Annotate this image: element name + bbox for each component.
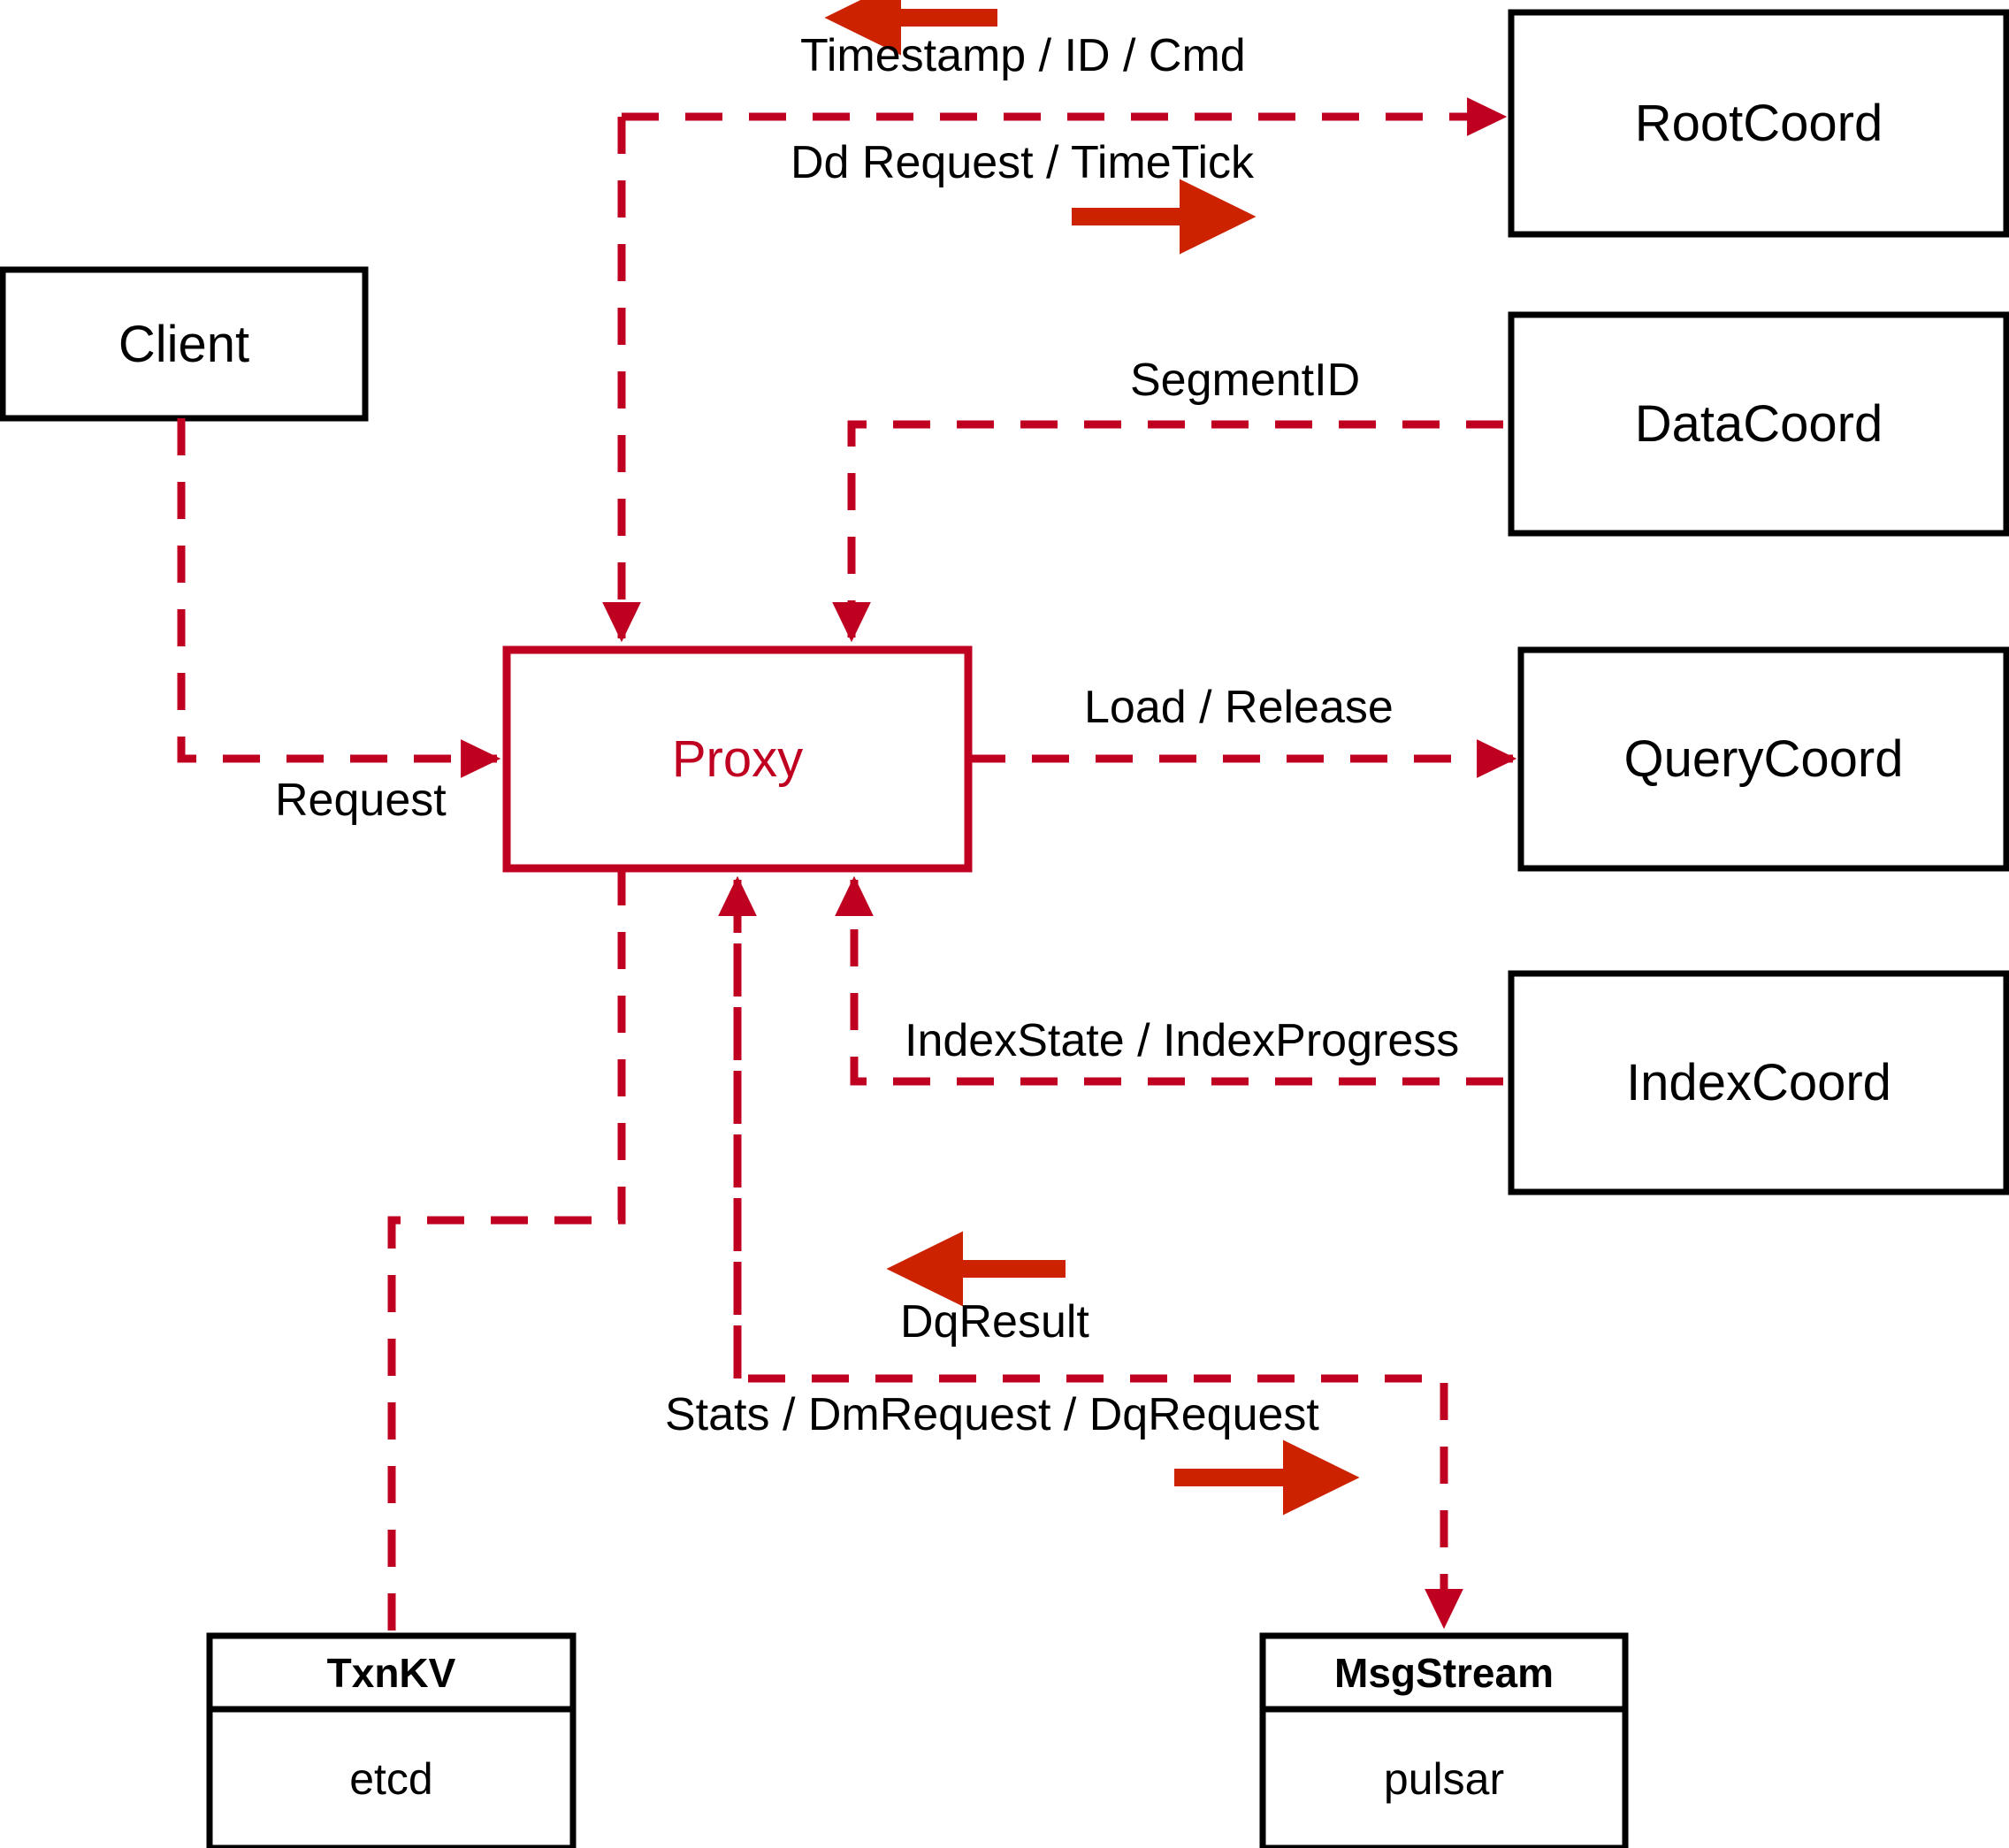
edge-indexcoord-to-proxy xyxy=(835,875,1503,1086)
edge-datacoord-to-proxy xyxy=(832,420,1503,643)
edge-label-request: Request xyxy=(275,775,447,826)
edge-proxy-to-msgstream xyxy=(733,880,1463,1630)
node-proxy[interactable] xyxy=(502,645,973,873)
node-querycoord[interactable] xyxy=(1517,646,2009,872)
node-rootcoord[interactable] xyxy=(1508,9,2009,238)
edge-proxy-to-txnkv xyxy=(387,868,626,1636)
edge-label-segmentid: SegmentID xyxy=(1130,355,1361,406)
edge-label-dd-request-timetick: Dd Request / TimeTick xyxy=(791,137,1255,188)
edge-label-indexstate-indexprogress: IndexState / IndexProgress xyxy=(905,1015,1460,1066)
node-client[interactable] xyxy=(0,266,369,422)
node-indexcoord[interactable] xyxy=(1508,970,2009,1195)
edge-client-to-proxy xyxy=(177,418,501,778)
node-txnkv[interactable] xyxy=(206,1632,577,1848)
edge-label-load-release: Load / Release xyxy=(1084,682,1394,733)
edge-label-stats-dmrequest-dqrequest: Stats / DmRequest / DqRequest xyxy=(665,1389,1319,1440)
edge-label-timestamp-id-cmd: Timestamp / ID / Cmd xyxy=(800,30,1246,81)
node-datacoord[interactable] xyxy=(1508,311,2009,537)
edge-label-dqresult: DqResult xyxy=(900,1296,1089,1348)
node-msgstream[interactable] xyxy=(1259,1632,1629,1848)
